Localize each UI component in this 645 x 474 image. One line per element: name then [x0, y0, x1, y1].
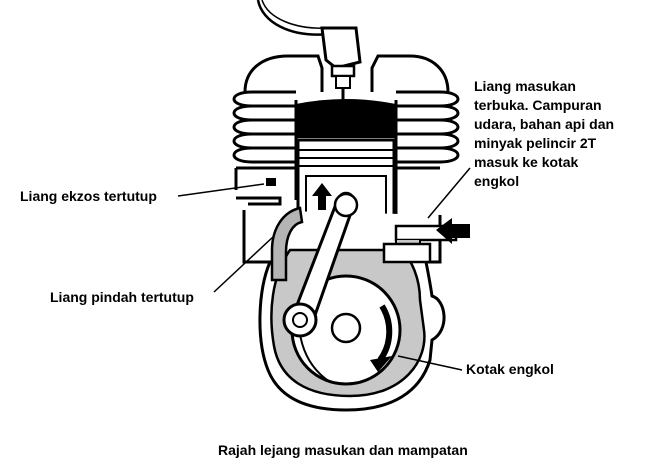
leader-exhaust — [177, 183, 265, 197]
curved-arrow-clockwise-icon — [370, 304, 393, 372]
cooling-fins-left — [232, 90, 296, 164]
intake-port-label-line: terbuka. Campuran — [474, 97, 602, 113]
spark-plug — [320, 26, 362, 100]
combustion-chamber — [296, 99, 396, 138]
exhaust-port — [234, 168, 282, 206]
intake-port-label: Liang masukan terbuka. Campuran udara, b… — [474, 77, 614, 191]
intake-port-label-line: engkol — [474, 173, 520, 189]
crankcase-label: Kotak engkol — [466, 361, 554, 377]
connecting-rod — [282, 192, 359, 338]
leader-crankcase — [397, 355, 463, 371]
exhaust-port-label: Liang ekzos tertutup — [20, 188, 157, 204]
intake-port-label-line: masuk ke kotak — [474, 154, 579, 170]
intake-port-label-line: minyak pelincir 2T — [474, 135, 597, 151]
cylinder-head — [243, 54, 450, 93]
intake-port-label-line: Liang masukan — [474, 78, 576, 94]
spark-plug-wire-inner — [261, 0, 331, 29]
intake-port — [382, 224, 458, 264]
transfer-passage — [270, 206, 304, 282]
transfer-port-label: Liang pindah tertutup — [50, 289, 194, 305]
crankshaft — [330, 312, 362, 344]
intake-port-label-line: udara, bahan api dan — [474, 116, 615, 132]
leader-transfer — [213, 235, 275, 293]
arrow-left-icon — [436, 218, 470, 244]
spark-plug-wire — [256, 0, 331, 36]
cooling-fins-right — [396, 90, 460, 164]
arrow-up-icon — [312, 183, 332, 210]
diagram-caption: Rajah lejang masukan dan mampatan — [218, 442, 468, 458]
leader-intake — [427, 167, 471, 219]
